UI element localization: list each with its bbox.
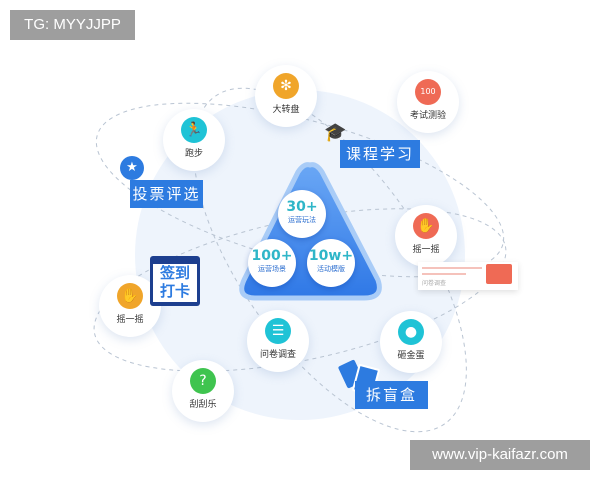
stat-scenarios: 100+运营场景 — [248, 239, 296, 287]
node-exam: 100 考试测验 — [397, 71, 459, 133]
wheel-icon: ✻ — [273, 73, 299, 99]
node-shake-right: ✋ 摇一摇 — [395, 205, 457, 267]
stat-value: 100+ — [251, 248, 293, 264]
checkin-text: 签到 — [159, 264, 190, 282]
graduation-cap-icon: 🎓 — [324, 122, 347, 143]
node-label: 考试测验 — [409, 111, 446, 121]
stat-label: 运营场景 — [258, 265, 286, 273]
node-label: 问卷调查 — [259, 350, 296, 360]
survey-icon: ☰ — [265, 318, 291, 344]
mini-card-label: 问卷调查 — [422, 280, 447, 287]
shake-hand-icon: ✋ — [413, 213, 439, 239]
tg-badge: TG: MYYJJPP — [10, 10, 135, 40]
orbit — [193, 87, 467, 433]
tag-vote: 投票评选 — [130, 180, 203, 208]
orbit — [93, 208, 507, 372]
node-label: 摇一摇 — [116, 315, 144, 325]
node-label: 大转盘 — [272, 105, 300, 115]
tag-course: 课程学习 — [340, 140, 420, 168]
node-label: 跑步 — [184, 149, 203, 159]
stat-label: 运营玩法 — [288, 216, 316, 224]
node-label: 摇一摇 — [412, 245, 440, 255]
stat-play-modes: 30+运营玩法 — [278, 190, 326, 238]
exam-paper-icon: 100 — [415, 79, 441, 105]
tag-blindbox: 拆盲盒 — [355, 381, 428, 409]
mini-card-button — [486, 264, 512, 284]
node-survey: ☰ 问卷调查 — [247, 310, 309, 372]
stat-templates: 10w+活动模版 — [307, 239, 355, 287]
node-running: 🏃 跑步 — [163, 109, 225, 171]
node-wheel: ✻ 大转盘 — [255, 65, 317, 127]
stat-value: 10w+ — [308, 248, 354, 264]
mini-survey-card: 问卷调查 — [418, 262, 518, 290]
stat-value: 30+ — [286, 199, 318, 215]
node-golden-egg: ● 砸金蛋 — [380, 311, 442, 373]
watermark: www.vip-kaifazr.com — [410, 440, 590, 470]
runner-icon: 🏃 — [181, 117, 207, 143]
medal-icon: ★ — [120, 156, 144, 180]
checkin-frame: 签到 打卡 — [150, 256, 200, 306]
shake-hand-icon: ✋ — [117, 283, 143, 309]
scratch-card-icon: ? — [190, 368, 216, 394]
golden-egg-icon: ● — [398, 319, 424, 345]
checkin-text: 打卡 — [159, 282, 190, 300]
node-label: 刮刮乐 — [189, 400, 217, 410]
node-scratch: ? 刮刮乐 — [172, 360, 234, 422]
node-label: 砸金蛋 — [397, 351, 425, 361]
stat-label: 活动模版 — [317, 265, 345, 273]
